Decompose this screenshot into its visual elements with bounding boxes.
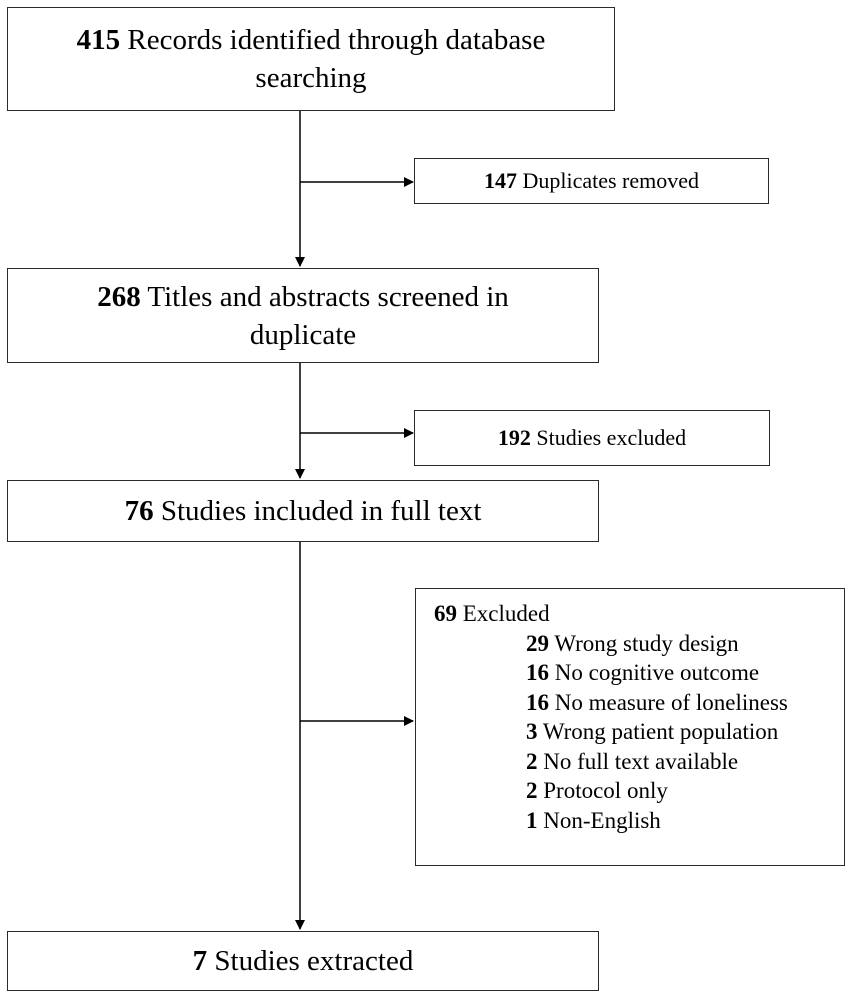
full-text-box: 76 Studies included in full text: [7, 480, 599, 542]
duplicates-count: 147: [483, 168, 517, 193]
reason-item: 29 Wrong study design: [526, 630, 739, 656]
reason-item: 2 Protocol only: [526, 778, 668, 803]
reason-item: 16 No cognitive outcome: [526, 660, 760, 685]
excluded-reasons-box: 69 Excluded 29 Wrong study design 16 No …: [415, 588, 845, 866]
duplicates-removed-box: 147 Duplicates removed: [414, 158, 769, 204]
reason-item: 1 Non-English: [526, 807, 661, 833]
studies-extracted-box: 7 Studies extracted: [7, 931, 599, 991]
records-identified-label: Records identified through database: [120, 24, 546, 56]
studies-excluded-box: 192 Studies excluded: [414, 410, 770, 466]
excluded-total: 69 Excluded: [434, 601, 550, 626]
screened-label: Titles and abstracts screened in: [140, 280, 509, 313]
fulltext-label: Studies included in full text: [153, 495, 482, 527]
titles-screened-box: 268 Titles and abstracts screened in dup…: [7, 268, 599, 363]
reason-item: 2 No full text available: [526, 748, 739, 774]
extracted-count: 7: [192, 945, 208, 977]
records-identified-count: 415: [76, 24, 121, 56]
screened-count: 268: [97, 280, 141, 313]
duplicates-label: Duplicates removed: [516, 168, 700, 193]
excluded-screen-label: Studies excluded: [530, 425, 687, 450]
excluded-screen-count: 192: [497, 425, 531, 450]
fulltext-count: 76: [124, 495, 154, 527]
screened-label-cont: duplicate: [249, 318, 357, 351]
records-identified-box: 415 Records identified through database …: [7, 7, 615, 111]
reason-item: 16 No measure of loneliness: [526, 689, 788, 715]
extracted-label: Studies extracted: [207, 945, 414, 977]
records-identified-label-cont: searching: [255, 62, 367, 94]
reason-item: 3 Wrong patient population: [526, 719, 779, 744]
